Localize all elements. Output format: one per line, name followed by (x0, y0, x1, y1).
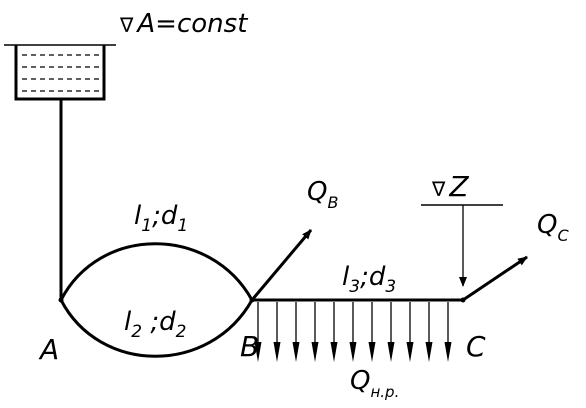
reservoir (4, 44, 116, 101)
pipe-2 (59, 299, 254, 358)
reservoir-level-label: ∇A=const (119, 9, 248, 39)
reservoir-water (22, 54, 100, 92)
distributed-flow-arrow (368, 302, 376, 362)
distributed-flow-arrow (254, 302, 262, 362)
distributed-flow-arrows (254, 302, 452, 362)
node-b-point (249, 297, 255, 303)
distributed-flow-arrow (292, 302, 300, 362)
node-c-point (460, 297, 466, 303)
distributed-flow-arrow (330, 302, 338, 362)
distributed-flow-arrow (425, 302, 433, 362)
pipe-3-label: l3;d3 (342, 262, 396, 297)
node-a-label: A (38, 333, 59, 366)
distributed-flow-arrow (273, 302, 281, 362)
distributed-flow-arrow (406, 302, 414, 362)
flow-b-label: QB (307, 177, 338, 212)
pipe-1-label: l1;d1 (134, 201, 188, 236)
pipe-2-label: l2 ;d2 (124, 307, 186, 342)
pipe-1 (59, 242, 254, 301)
distributed-flow-arrow (444, 302, 452, 362)
distributed-flow-arrow (311, 302, 319, 362)
outflow-arrow-c (462, 255, 528, 302)
node-b-label: B (240, 330, 259, 363)
outflow-arrow-b (250, 229, 313, 301)
distributed-flow-label: Qн.р. (350, 366, 399, 401)
node-c-label: C (466, 330, 486, 363)
z-level-label: ∇Z (431, 170, 469, 203)
node-a-point (58, 297, 64, 303)
distributed-flow-arrow (387, 302, 395, 362)
flow-c-label: QC (537, 210, 569, 245)
distributed-flow-arrow (349, 302, 357, 362)
